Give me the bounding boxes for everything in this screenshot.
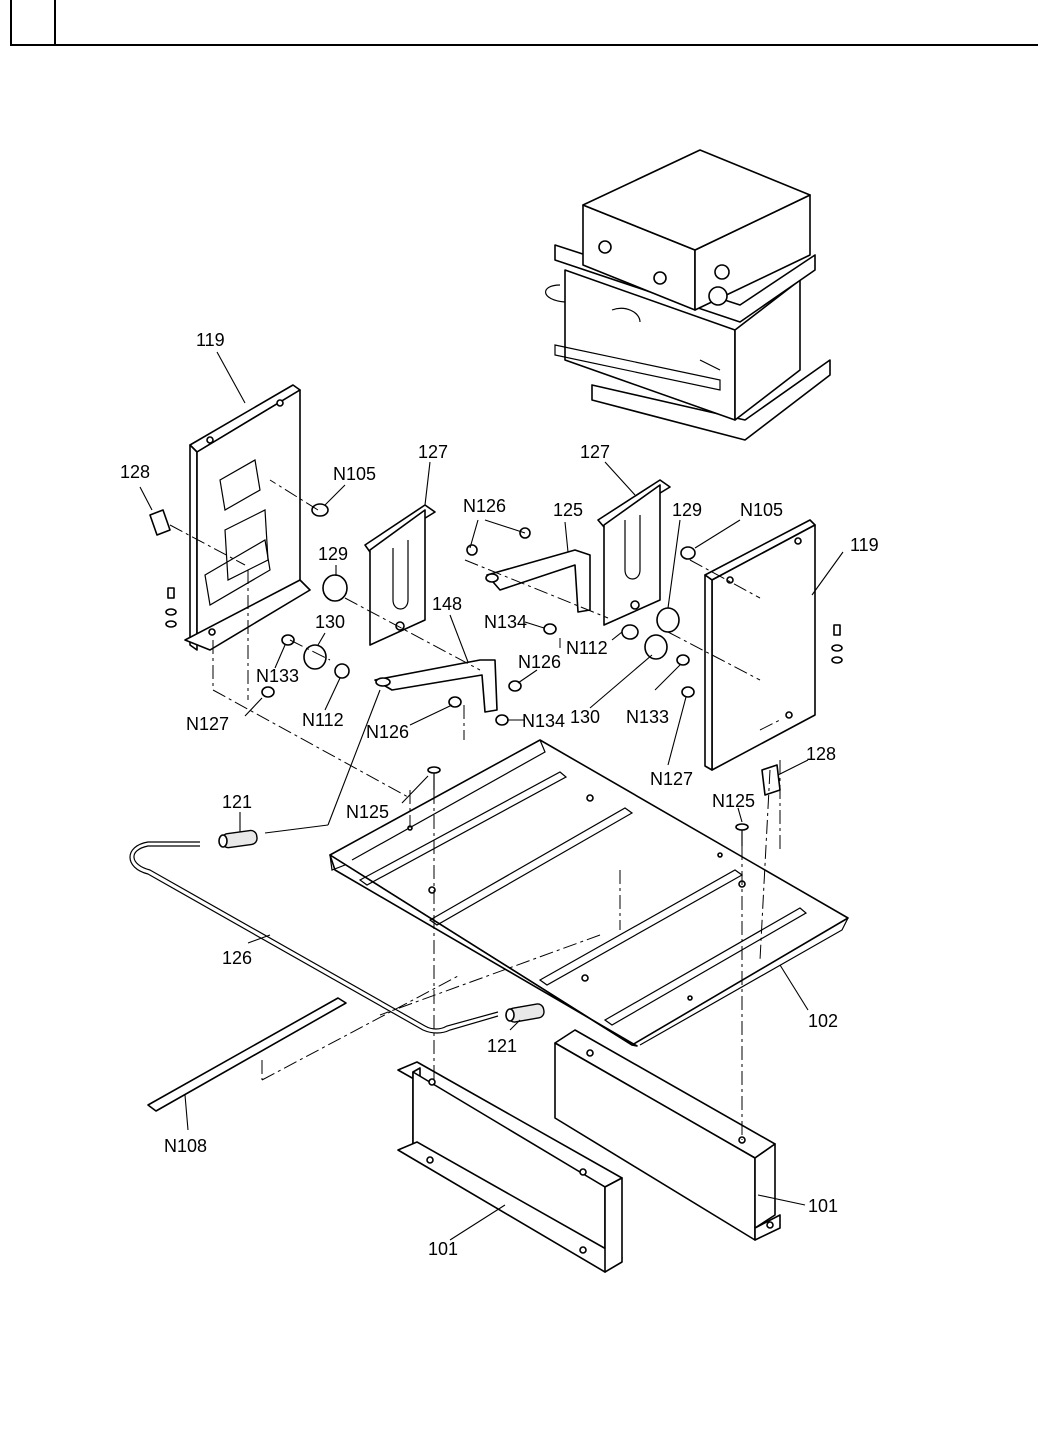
part-128-left-bracket	[150, 510, 170, 535]
label-N105-right: N105	[740, 500, 783, 520]
label-N134-125: N134	[484, 612, 527, 632]
part-119-right-plate	[705, 520, 815, 770]
label-N105-left: N105	[333, 464, 376, 484]
part-125-bracket	[486, 550, 590, 612]
part-127-right	[598, 480, 670, 625]
part-N112-right	[622, 625, 638, 639]
label-101-left: 101	[428, 1239, 458, 1259]
label-101-right: 101	[808, 1196, 838, 1216]
label-129-right: 129	[672, 500, 702, 520]
label-127-right: 127	[580, 442, 610, 462]
label-127-left: 127	[418, 442, 448, 462]
label-130-left: 130	[315, 612, 345, 632]
part-127-left	[365, 505, 435, 645]
part-N105-left	[312, 504, 328, 516]
label-N108: N108	[164, 1136, 207, 1156]
left-screws	[166, 588, 176, 627]
label-102: 102	[808, 1011, 838, 1031]
part-N134-125	[544, 624, 556, 634]
part-119-left-plate	[185, 385, 310, 650]
part-N133-right	[677, 655, 689, 665]
label-N125-left: N125	[346, 802, 389, 822]
label-121-left: 121	[222, 792, 252, 812]
label-N125-right: N125	[712, 791, 755, 811]
label-130-right: 130	[570, 707, 600, 727]
part-N134-148	[496, 715, 508, 725]
part-N127-left	[262, 687, 274, 697]
label-N126-148-left: N126	[366, 722, 409, 742]
label-126: 126	[222, 948, 252, 968]
label-N134-148: N134	[522, 711, 565, 731]
label-121-right: 121	[487, 1036, 517, 1056]
label-128-right: 128	[806, 744, 836, 764]
label-119-left: 119	[196, 330, 225, 350]
label-N133-left: N133	[256, 666, 299, 686]
part-N112-left	[335, 664, 349, 678]
part-N126-125a	[467, 545, 477, 555]
label-N126-125: N126	[463, 496, 506, 516]
part-121-grip-right	[506, 1003, 545, 1023]
assembled-unit	[546, 150, 830, 440]
label-N127-right: N127	[650, 769, 693, 789]
part-N108-strip	[148, 998, 346, 1111]
label-N112-right: N112	[566, 638, 608, 658]
part-N125-left	[428, 767, 440, 790]
label-N126-148-right: N126	[518, 652, 561, 672]
label-N127-left: N127	[186, 714, 229, 734]
label-148: 148	[432, 594, 462, 614]
right-screws	[832, 625, 842, 663]
part-128-right-bracket	[762, 765, 780, 795]
label-125: 125	[553, 500, 583, 520]
part-N133-left	[282, 635, 294, 645]
label-128-left: 128	[120, 462, 150, 482]
label-119-right: 119	[850, 535, 879, 555]
part-130-right	[645, 635, 667, 659]
part-N125-right	[736, 824, 748, 846]
label-129-left: 129	[318, 544, 348, 564]
part-129-left	[323, 575, 347, 601]
part-148-bracket	[375, 660, 497, 712]
label-N112-left: N112	[302, 710, 344, 730]
label-N133-right: N133	[626, 707, 669, 727]
part-N127-right	[682, 687, 694, 697]
part-129-right	[657, 608, 679, 632]
part-N105-right	[681, 547, 695, 559]
part-121-grip-left	[219, 830, 258, 849]
